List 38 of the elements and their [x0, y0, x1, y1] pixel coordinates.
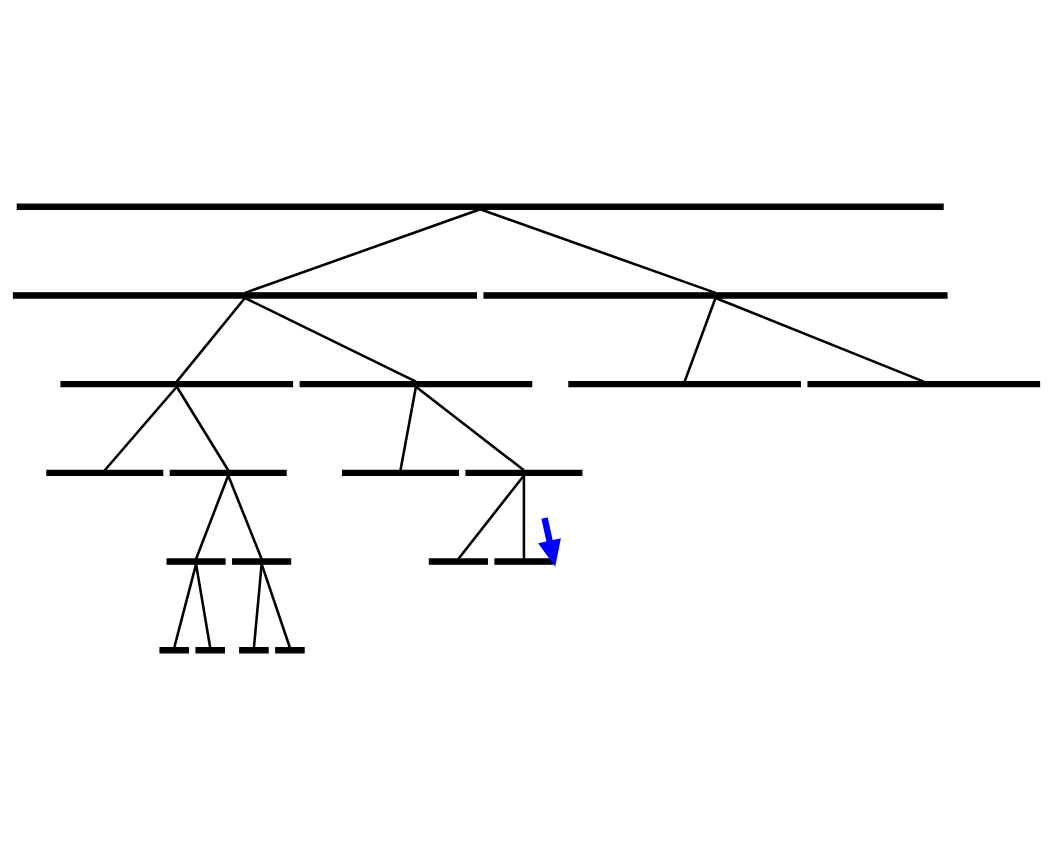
node-bar	[169, 469, 287, 477]
node-bar	[159, 647, 189, 654]
connector	[103, 385, 178, 472]
connector	[172, 563, 198, 649]
connector	[252, 564, 263, 648]
node-bar	[807, 380, 1041, 388]
connector	[399, 386, 418, 471]
connector	[457, 474, 525, 560]
node-bar	[46, 469, 164, 477]
node-bar	[60, 380, 294, 388]
node-bar	[239, 647, 269, 654]
node-bar	[299, 380, 533, 388]
node-bar	[275, 647, 305, 654]
arrow	[538, 517, 561, 567]
node-bar	[428, 558, 488, 565]
connector	[260, 563, 292, 649]
node-bar	[12, 292, 477, 299]
node-bar	[195, 647, 225, 654]
connector	[194, 563, 212, 648]
node-bar	[232, 558, 292, 565]
connector	[175, 297, 246, 383]
node-bar	[342, 469, 459, 477]
connector	[683, 297, 717, 382]
node-bar	[16, 203, 944, 210]
connector	[244, 296, 417, 383]
connector	[415, 385, 525, 472]
connector	[194, 474, 230, 560]
connector	[175, 386, 230, 471]
node-bar	[568, 380, 801, 388]
node-bar	[465, 469, 583, 477]
connector	[244, 208, 481, 295]
connector	[227, 474, 263, 560]
node-bar	[494, 558, 554, 565]
node-bar	[166, 558, 226, 565]
connector	[479, 208, 716, 295]
node-bar	[483, 292, 948, 299]
connector	[715, 296, 925, 383]
connector	[522, 475, 526, 559]
